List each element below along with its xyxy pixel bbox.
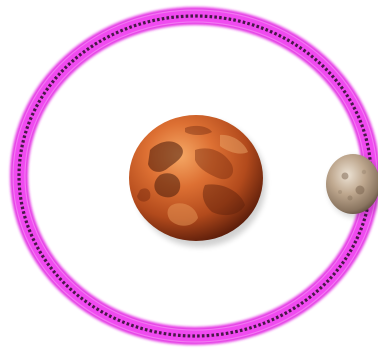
moon-body-icon [326,154,378,218]
mars-planet-icon [129,115,266,247]
